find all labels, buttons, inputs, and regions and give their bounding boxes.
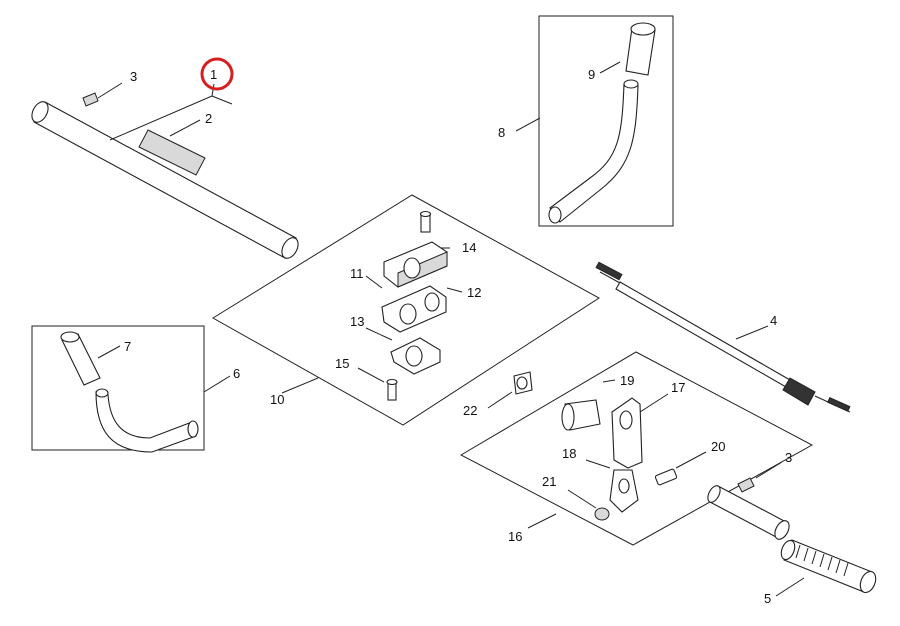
middle-clamp [381, 285, 447, 333]
callout-1: 1 [210, 67, 217, 82]
pin-small-right [737, 477, 755, 493]
pin-small-top [82, 92, 99, 107]
callout-22: 22 [463, 403, 477, 418]
grip-sleeve [138, 129, 206, 176]
handle-kit-frame-left [31, 325, 205, 451]
grip-top [625, 22, 656, 76]
clamp-bolt-top [419, 210, 432, 233]
highlight-circle [200, 57, 234, 91]
throttle-cable [595, 261, 851, 413]
spring-grip [780, 539, 877, 594]
callout-14: 14 [462, 240, 476, 255]
handlebar-tube [31, 101, 299, 259]
callout-4: 4 [770, 313, 777, 328]
callout-labels: 1 2 3 3 4 5 6 7 8 9 10 11 12 13 14 15 16… [124, 67, 792, 606]
callout-7: 7 [124, 339, 131, 354]
callout-5: 5 [764, 591, 771, 606]
callout-15: 15 [335, 356, 349, 371]
callout-8: 8 [498, 125, 505, 140]
lever-barrel [561, 399, 601, 431]
callout-13: 13 [350, 314, 364, 329]
upper-clamp [383, 241, 448, 288]
callout-18: 18 [562, 446, 576, 461]
callout-10: 10 [270, 392, 284, 407]
lever-nut [594, 507, 610, 521]
lever-arm [609, 469, 639, 513]
clamp-kit-frame [212, 194, 600, 426]
callout-3-right: 3 [785, 450, 792, 465]
callout-9: 9 [588, 67, 595, 82]
callout-19: 19 [620, 373, 634, 388]
callout-6: 6 [233, 366, 240, 381]
handle-kit-frame-top [538, 15, 674, 227]
grip-left [60, 331, 101, 386]
curved-handle-left [95, 388, 199, 453]
grip-tube-right [707, 485, 790, 540]
lever-kit-frame [459, 351, 814, 546]
callout-12: 12 [467, 285, 481, 300]
curved-handle-top [548, 79, 639, 224]
callout-17: 17 [671, 380, 685, 395]
lever-screw [654, 468, 678, 486]
callout-20: 20 [711, 439, 725, 454]
cable-clip [513, 371, 533, 395]
callout-3-top: 3 [130, 69, 137, 84]
callout-11: 11 [350, 266, 364, 281]
callout-21: 21 [542, 474, 556, 489]
lower-clamp [390, 337, 441, 375]
callout-2: 2 [205, 111, 212, 126]
lever-body [611, 397, 643, 469]
callout-16: 16 [508, 529, 522, 544]
clamp-bolt-bottom [386, 378, 398, 401]
